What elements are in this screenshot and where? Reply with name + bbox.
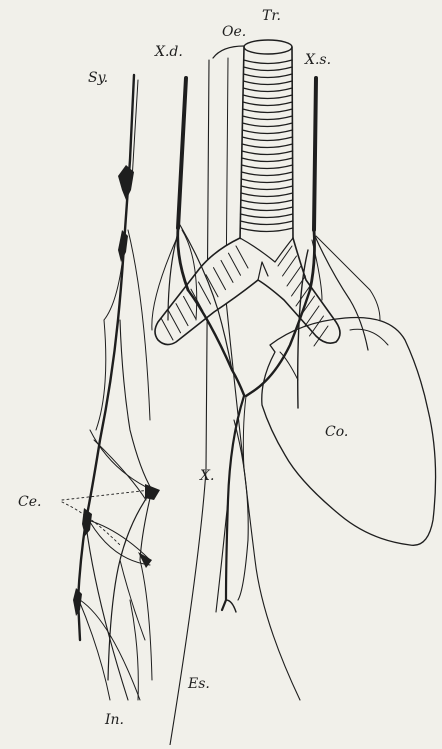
trachea-ring bbox=[241, 179, 292, 183]
trachea-ring bbox=[243, 102, 292, 106]
trachea-ring bbox=[242, 137, 292, 141]
label-intestine: In. bbox=[105, 712, 124, 728]
trachea-ring bbox=[242, 158, 293, 162]
label-heart: Co. bbox=[325, 424, 348, 440]
trachea-ring bbox=[242, 123, 292, 127]
ganglion bbox=[145, 484, 160, 500]
oesophagus bbox=[170, 46, 300, 745]
label-oesophagus-lower: Es. bbox=[188, 676, 210, 692]
label-sympathetic: Sy. bbox=[88, 70, 108, 86]
bronchi bbox=[155, 238, 340, 346]
trachea-ring bbox=[244, 60, 292, 64]
trachea-ring bbox=[243, 116, 293, 120]
trachea-ring bbox=[243, 109, 293, 113]
vagus-trunk bbox=[216, 396, 248, 612]
vagus-right bbox=[152, 78, 244, 395]
trachea-ring bbox=[242, 165, 293, 169]
trachea-ring bbox=[243, 88, 292, 92]
ganglion bbox=[118, 165, 134, 200]
trachea-ring bbox=[241, 186, 293, 190]
label-vagus-right: X.d. bbox=[155, 44, 183, 60]
trachea-ring bbox=[242, 151, 293, 155]
label-trachea: Tr. bbox=[262, 8, 281, 24]
trachea-ring bbox=[243, 95, 292, 99]
label-oesophagus: Oe. bbox=[222, 24, 246, 40]
trachea-ring bbox=[244, 67, 293, 71]
trachea-ring bbox=[240, 221, 293, 225]
ganglion bbox=[73, 588, 82, 616]
trachea-ring bbox=[242, 130, 292, 134]
trachea-ring bbox=[242, 144, 293, 148]
sympathetic-chain bbox=[78, 75, 152, 700]
trachea-ring bbox=[241, 214, 293, 218]
trachea bbox=[240, 40, 293, 240]
trachea-ring bbox=[241, 207, 293, 211]
ganglia bbox=[73, 165, 160, 616]
label-cardiac-nerves: Ce. bbox=[18, 494, 41, 510]
trachea-ring bbox=[241, 200, 293, 204]
trachea-ring bbox=[241, 172, 292, 176]
trachea-ring bbox=[241, 193, 293, 197]
trachea-rings bbox=[240, 60, 293, 232]
vagus-left bbox=[246, 78, 388, 408]
trachea-ring bbox=[243, 74, 292, 78]
label-vagus-left: X.s. bbox=[305, 52, 331, 68]
ganglion bbox=[118, 230, 128, 262]
ce-leader-lines bbox=[62, 490, 150, 545]
trachea-ring bbox=[240, 228, 293, 232]
label-vagus: X. bbox=[200, 468, 214, 484]
trachea-ring bbox=[243, 81, 292, 85]
